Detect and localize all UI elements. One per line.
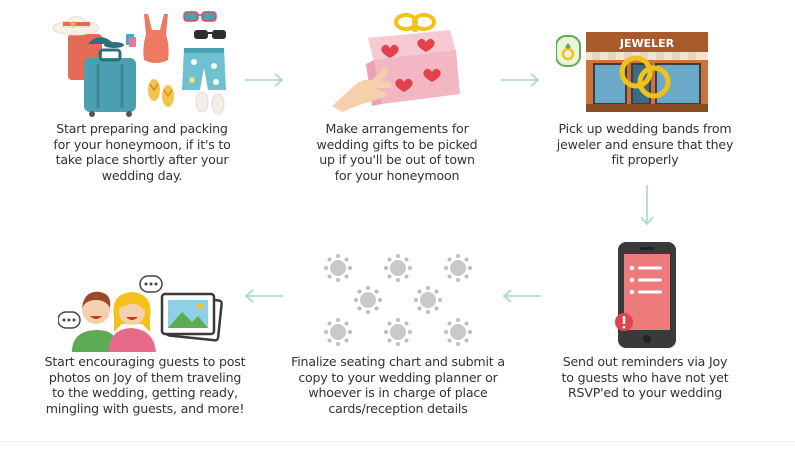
step-gifts-text: Make arrangements for wedding gifts to b… bbox=[316, 121, 478, 183]
gift-box-icon bbox=[332, 13, 460, 112]
step-bands-text: Pick up wedding bands from jeweler and e… bbox=[556, 121, 734, 167]
arrow-left-icon bbox=[244, 289, 283, 303]
step-reminders-text: Send out reminders via Joy to guests who… bbox=[561, 354, 729, 400]
step-photos-text: Start encouraging guests to post photos … bbox=[44, 354, 246, 416]
smartphone-reminder-icon bbox=[615, 242, 676, 348]
bottom-divider bbox=[0, 441, 795, 442]
step-seating-text: Finalize seating chart and submit a copy… bbox=[291, 354, 505, 416]
step-packing-text: Start preparing and packing for your hon… bbox=[53, 121, 231, 183]
arrow-right-icon bbox=[245, 73, 284, 87]
arrow-right-icon bbox=[501, 73, 540, 87]
luggage-beach-items-icon bbox=[52, 11, 226, 117]
guests-photos-icon bbox=[58, 275, 223, 352]
seating-chart-icon bbox=[324, 254, 472, 346]
arrow-left-icon bbox=[502, 289, 541, 303]
jeweler-sign-text: JEWELER bbox=[619, 37, 675, 50]
jeweler-store-icon: JEWELER bbox=[556, 32, 708, 112]
arrow-down-icon bbox=[640, 185, 654, 226]
